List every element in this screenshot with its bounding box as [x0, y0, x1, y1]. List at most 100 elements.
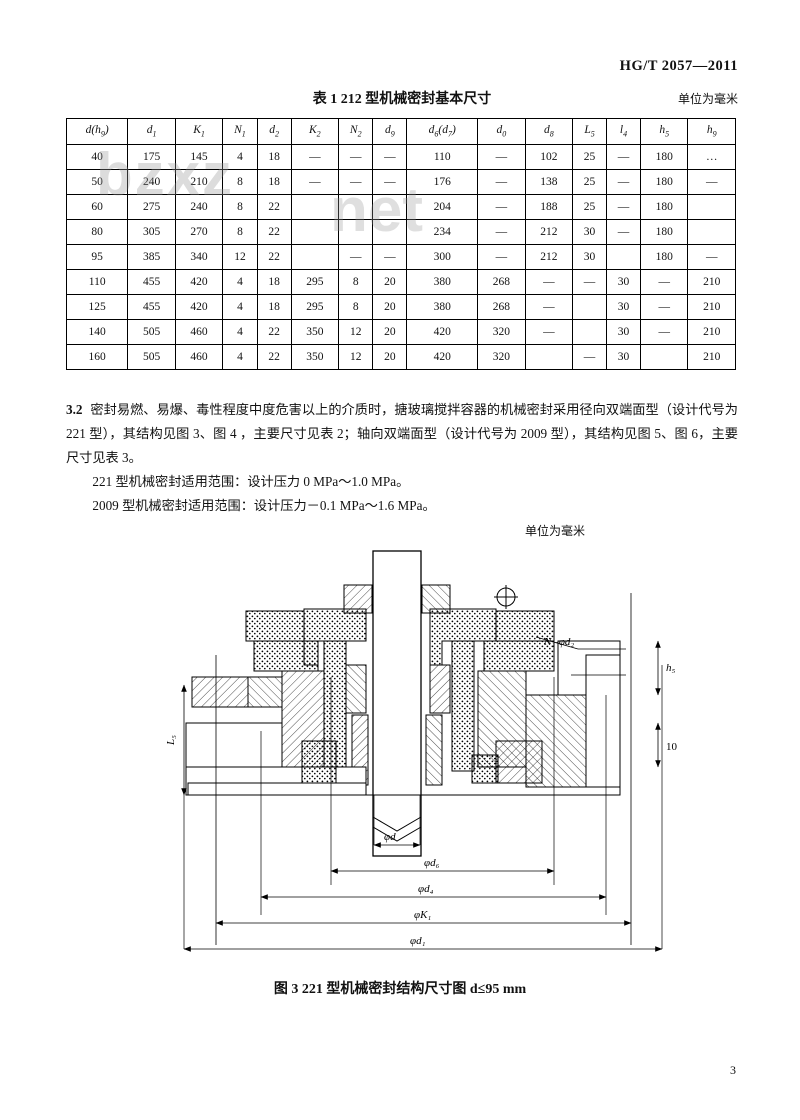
table-cell — [290, 219, 340, 245]
table-cell: — — [338, 144, 374, 170]
table-column-header: L5 — [572, 118, 608, 145]
page-header-standard-code: HG/T 2057—2011 — [619, 58, 738, 74]
table-cell: … — [687, 144, 736, 170]
clause-3-2-para-1: 221 型机械密封适用范围：设计压力 0 MPa～1.0 MPa。 — [92, 474, 410, 489]
table-column-header: h9 — [687, 118, 736, 145]
table-cell: — — [687, 169, 736, 195]
table-cell — [338, 194, 374, 220]
table-title-row: 表 1 212 型机械密封基本尺寸 单位为毫米 — [66, 88, 738, 108]
table-cell: 160 — [65, 344, 129, 370]
table-cell: — — [572, 344, 608, 370]
table-column-header: l4 — [606, 118, 641, 145]
table-cell: 350 — [290, 319, 340, 345]
table-column-header: K2 — [290, 118, 340, 145]
table-cell: 505 — [127, 344, 176, 370]
table-cell: 460 — [174, 319, 224, 345]
table-cell: 8 — [222, 219, 258, 245]
table-column-header: N2 — [338, 118, 374, 145]
table-cell: 4 — [222, 269, 258, 295]
table-cell: 268 — [477, 294, 526, 320]
table-cell: 300 — [406, 244, 479, 270]
figure-label-dim-d4: φd₄ — [418, 883, 434, 895]
table-column-header: N1 — [222, 118, 258, 145]
table-cell: 60 — [65, 194, 129, 220]
table-cell: 210 — [174, 169, 224, 195]
table-cell: 295 — [290, 294, 340, 320]
table-cell: 12 — [338, 319, 374, 345]
table-cell: — — [477, 144, 526, 170]
table-cell: 180 — [639, 144, 689, 170]
figure-label-bolt-callout: N₁-φd₂ — [543, 636, 574, 648]
table-cell: — — [606, 144, 641, 170]
table-cell: 4 — [222, 319, 258, 345]
table-cell: — — [290, 144, 340, 170]
table-title: 表 1 212 型机械密封基本尺寸 — [312, 92, 492, 107]
table-cell: 18 — [256, 169, 292, 195]
table-cell: 30 — [572, 244, 608, 270]
clause-number: 3.2 — [66, 402, 83, 417]
figure-label-10: 10 — [666, 741, 678, 753]
table-cell: 30 — [606, 319, 641, 345]
table-cell: — — [290, 169, 340, 195]
table-cell: 125 — [65, 294, 129, 320]
table-cell: 240 — [127, 169, 176, 195]
table-column-header: h5 — [639, 118, 689, 145]
table-cell: — — [338, 169, 374, 195]
table-cell: 20 — [372, 294, 408, 320]
table-cell: 305 — [127, 219, 176, 245]
table-cell: — — [477, 169, 526, 195]
table-cell: 110 — [406, 144, 479, 170]
table-cell: 180 — [639, 169, 689, 195]
table-cell: 420 — [406, 319, 479, 345]
table-cell: 240 — [174, 194, 224, 220]
table-cell: 8 — [338, 269, 374, 295]
table-column-header: d8 — [524, 118, 574, 145]
table-cell: 420 — [174, 269, 224, 295]
figure-label-L5: L₅ — [165, 735, 177, 746]
figure-3-svg: N₁-φd₂ h₅ 10 L₅ φd φd₆ φd₄ φK₁ φd₁ — [165, 550, 678, 952]
table-cell: 210 — [687, 344, 736, 370]
table-cell: 22 — [256, 344, 292, 370]
table-cell: — — [477, 219, 526, 245]
table-cell — [524, 344, 574, 370]
table-cell: 320 — [477, 319, 526, 345]
table-cell: 50 — [65, 169, 129, 195]
table-cell: 210 — [687, 269, 736, 295]
table-column-header: d1 — [127, 118, 176, 145]
table-cell: 204 — [406, 194, 479, 220]
table-cell: 40 — [65, 144, 129, 170]
figure-label-dim-d: φd — [384, 831, 396, 843]
table-cell: 212 — [524, 244, 574, 270]
table-cell: 320 — [477, 344, 526, 370]
table-cell: 20 — [372, 269, 408, 295]
table-cell: 340 — [174, 244, 224, 270]
table-cell: — — [524, 319, 574, 345]
table-cell: 25 — [572, 169, 608, 195]
table-cell: 110 — [65, 269, 129, 295]
table-cell — [639, 344, 689, 370]
table-cell: 270 — [174, 219, 224, 245]
table-cell: 22 — [256, 319, 292, 345]
table-cell — [290, 244, 340, 270]
table-cell: — — [524, 269, 574, 295]
table-cell: — — [477, 244, 526, 270]
table-cell: 4 — [222, 144, 258, 170]
figure-unit-note: 单位为毫米 — [525, 524, 586, 538]
table-cell: 145 — [174, 144, 224, 170]
table-cell: 505 — [127, 319, 176, 345]
table-cell: 268 — [477, 269, 526, 295]
table-cell: 420 — [406, 344, 479, 370]
table-cell: 176 — [406, 169, 479, 195]
table-cell: 30 — [606, 344, 641, 370]
table-cell: — — [372, 144, 408, 170]
table-cell: 455 — [127, 269, 176, 295]
